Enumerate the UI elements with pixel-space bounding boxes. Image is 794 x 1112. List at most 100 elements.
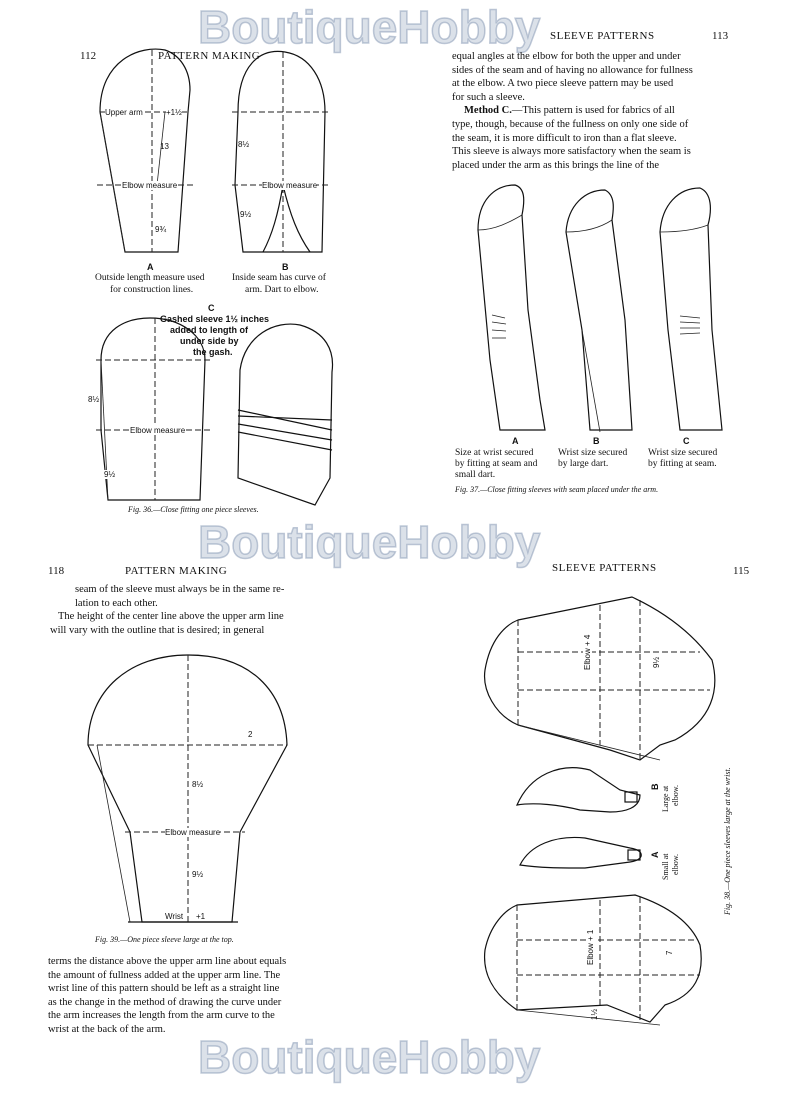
figure-note-line: under side by <box>180 336 239 346</box>
text-line: seam of the sleeve must always be in the… <box>75 584 285 595</box>
text-line: the arm increases the length from the ar… <box>48 1010 275 1022</box>
figure-letter: A <box>512 436 519 446</box>
page-number: 118 <box>48 565 65 577</box>
figure-letter: A <box>147 262 154 272</box>
figure-letter: C <box>208 303 215 313</box>
fig-37b-sleeve-drawing <box>565 189 633 433</box>
figure-letter: B <box>593 436 600 446</box>
watermark: BoutiqueHobby <box>197 515 541 569</box>
label-measure: 1½ <box>590 1008 599 1020</box>
figure-caption-group: Size at wrist secured by fitting at seam… <box>455 448 537 481</box>
label-measure: 9¾ <box>155 225 167 234</box>
fig-39-sleeve-drawing <box>87 654 288 923</box>
figure-caption-line: Outside length measure used <box>95 273 205 283</box>
text-line: placed under the arm as this brings the … <box>452 159 660 171</box>
caption-line: Wrist size secured <box>648 448 718 458</box>
text-line: as the change in the method of drawing t… <box>48 996 282 1008</box>
text-line: This sleeve is always more satisfactory … <box>452 146 691 158</box>
caption-line: elbow. <box>671 853 680 875</box>
figure-note-line: added to length of <box>170 325 248 335</box>
fig-36a-sleeve-drawing <box>97 48 195 253</box>
caption-line: elbow. <box>671 784 680 806</box>
label-elbow-measure: Elbow measure <box>262 181 318 190</box>
label-measure: 9½ <box>104 470 116 479</box>
figure-note-line: the gash. <box>193 347 233 357</box>
caption-line: small dart. <box>455 470 496 480</box>
figure-letter: B <box>650 783 660 791</box>
figure-caption: Fig. 37.—Close fitting sleeves with seam… <box>455 485 659 494</box>
label-measure: 8½ <box>88 395 100 404</box>
caption-line: Wrist size secured <box>558 448 628 458</box>
figure-caption: Fig. 38.—One piece sleeves large at the … <box>723 767 732 915</box>
label-elbow-measure: Elbow measure <box>130 426 186 435</box>
label-measure: 9½ <box>192 870 204 879</box>
figure-letter: C <box>683 436 690 446</box>
fig-38b-sleeve-drawing <box>516 767 641 813</box>
text-line: terms the distance above the upper arm l… <box>48 956 287 967</box>
figure-caption-line: arm. Dart to elbow. <box>245 285 319 295</box>
text-line: Method C.—This pattern is used for fabri… <box>452 104 742 118</box>
text-line: the seam, it is more difficult to iron t… <box>452 132 677 144</box>
label-upper-arm: Upper arm <box>105 108 143 117</box>
label-plus: +1½ <box>166 108 182 117</box>
label-measure: 2 <box>248 730 253 739</box>
label-wrist: Wrist <box>165 912 184 921</box>
fig-38-bottom-sleeve-drawing <box>483 894 702 1026</box>
label-measure: 8½ <box>238 140 250 149</box>
text-line: type, though, because of the fullness on… <box>452 118 689 130</box>
watermark: BoutiqueHobby <box>197 1030 541 1084</box>
text-line: The height of the center line above the … <box>58 611 284 623</box>
fig-36c-gashed-sleeve-drawing <box>237 323 334 506</box>
label-elbow-measure: Elbow measure <box>122 181 178 190</box>
fig-37c-sleeve-drawing <box>659 187 723 431</box>
page-header: PATTERN MAKING <box>158 50 261 62</box>
fig-38-top-sleeve-drawing <box>483 596 716 761</box>
caption-line: Size at wrist secured <box>455 448 534 458</box>
text-line: at the elbow. A two piece sleeve pattern… <box>452 78 674 90</box>
text-line: lation to each other. <box>75 597 158 609</box>
text-line: the amount of fullness added at the uppe… <box>48 969 281 981</box>
figure-caption: Fig. 39.—One piece sleeve large at the t… <box>95 935 234 944</box>
figure-note-line: Gashed sleeve 1½ inches <box>160 314 270 324</box>
label-measure: 13 <box>160 142 169 151</box>
text-segment: —This pattern is used for fabrics of all <box>511 105 675 117</box>
body-text: equal angles at the elbow for both the u… <box>452 50 742 172</box>
label-elbow-measure: Elbow measure <box>165 828 221 837</box>
figure-letter: B <box>282 262 289 272</box>
label-plus: +1 <box>196 912 206 921</box>
label-measure: 9½ <box>652 656 661 668</box>
text-line: sides of the seam and of having no allow… <box>452 64 693 76</box>
caption-line: by fitting at seam and <box>455 459 538 469</box>
caption-line: by fitting at seam. <box>648 459 717 469</box>
label-measure: 9½ <box>240 210 252 219</box>
fig-36b-sleeve-drawing <box>232 50 328 253</box>
figure-caption-group: Wrist size secured by fitting at seam. <box>648 448 717 470</box>
label-measure: 7 <box>665 950 674 955</box>
text-line: for such a sleeve. <box>452 91 525 103</box>
fig-37a-sleeve-drawing <box>477 184 546 431</box>
text-line: will vary with the outline that is desir… <box>50 624 265 636</box>
figure-letter: A <box>650 851 660 859</box>
page-header: SLEEVE PATTERNS <box>552 562 657 574</box>
page-number: 115 <box>733 565 750 577</box>
body-text: terms the distance above the upper arm l… <box>48 955 338 1037</box>
figure-caption: Fig. 36.—Close fitting one piece sleeves… <box>128 505 259 514</box>
label-elbow: Elbow + 1 <box>586 929 595 965</box>
caption-line: by large dart. <box>558 459 609 469</box>
figure-caption-line: for construction lines. <box>110 285 194 295</box>
text-line: equal angles at the elbow for both the u… <box>452 51 681 62</box>
page-number: 112 <box>80 50 97 62</box>
figure-caption-line: Inside seam has curve of <box>232 273 326 283</box>
page-header: PATTERN MAKING <box>125 565 228 577</box>
watermark: BoutiqueHobby <box>197 0 541 54</box>
page-number: 113 <box>712 30 729 42</box>
label-measure: 8½ <box>192 780 204 789</box>
label-elbow: Elbow + 4 <box>583 634 592 670</box>
body-text: seam of the sleeve must always be in the… <box>50 583 332 637</box>
figure-caption-group: Wrist size secured by large dart. <box>558 448 627 470</box>
text-line: wrist at the back of the arm. <box>48 1023 166 1035</box>
text-line: wrist line of this pattern should be lef… <box>48 983 280 995</box>
method-title: Method C. <box>464 105 512 117</box>
fig-38a-sleeve-drawing <box>519 836 642 869</box>
page-header: SLEEVE PATTERNS <box>550 30 655 42</box>
